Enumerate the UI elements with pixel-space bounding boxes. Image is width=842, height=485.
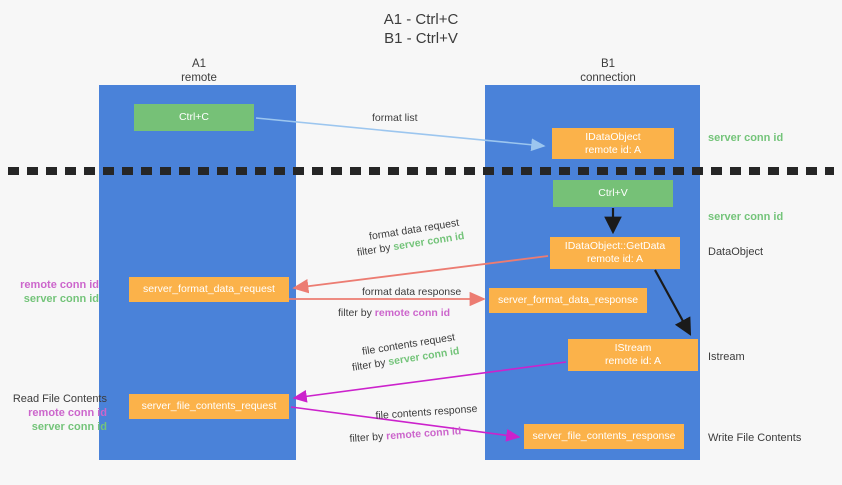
dashed-divider — [8, 167, 834, 175]
arrow-file-contents-request — [292, 361, 567, 403]
annotation-write-file-contents: Write File Contents — [708, 432, 802, 444]
lane-header-a1: A1 remote — [139, 57, 259, 85]
box-idataobject[interactable]: IDataObject remote id: A — [552, 128, 674, 159]
box-getdata-line2: remote id: A — [586, 253, 643, 265]
arrow-getdata-to-istream — [654, 269, 692, 336]
page-title: A1 - Ctrl+C B1 - Ctrl+V — [0, 10, 842, 48]
annotation-read-file-contents-group: Read File Contents remote conn id server… — [9, 392, 107, 434]
annotation-dataobject: DataObject — [708, 246, 764, 258]
filter-by-text-4: filter by — [349, 430, 384, 445]
annotation-conn-id-pair-upper: remote conn id server conn id — [9, 278, 99, 306]
filter-value-remote-conn-id-1: remote conn id — [374, 307, 451, 319]
arrow-format-data-request — [292, 255, 549, 294]
box-istream-line2: remote id: A — [604, 355, 662, 367]
box-server-file-contents-response-label: server_file_contents_response — [532, 430, 676, 442]
annotation-server-conn-id-top: server conn id — [708, 132, 784, 144]
box-ctrl-v-label: Ctrl+V — [598, 187, 628, 199]
annotation-read-file-contents: Read File Contents — [12, 393, 107, 405]
label-format-list: format list — [372, 112, 418, 124]
title-line-1: A1 - Ctrl+C — [383, 11, 459, 28]
box-istream-line1: IStream — [614, 342, 652, 354]
label-filter-by-remote-conn-id-1: filter by remote conn id — [338, 306, 450, 320]
box-server-format-data-response[interactable]: server_format_data_response — [489, 288, 647, 313]
annotation-remote-conn-id-lower: remote conn id — [28, 407, 107, 419]
box-idataobject-line2: remote id: A — [584, 143, 642, 156]
box-getdata[interactable]: IDataObject::GetData remote id: A — [550, 237, 680, 269]
lane-b1-role: connection — [580, 72, 636, 84]
box-istream[interactable]: IStream remote id: A — [568, 339, 698, 371]
box-server-format-data-response-label: server_format_data_response — [497, 294, 639, 306]
arrow-format-list — [255, 117, 546, 152]
annotation-istream: Istream — [708, 351, 745, 363]
annotation-server-conn-id-lower: server conn id — [31, 421, 107, 433]
annotation-server-conn-id-mid: server conn id — [708, 211, 784, 223]
box-getdata-line1: IDataObject::GetData — [564, 240, 666, 252]
box-server-format-data-request[interactable]: server_format_data_request — [129, 277, 289, 302]
lane-header-b1: B1 connection — [548, 57, 668, 85]
lane-a1-role: remote — [181, 72, 217, 84]
box-server-format-data-request-label: server_format_data_request — [143, 283, 275, 295]
title-line-2: B1 - Ctrl+V — [384, 30, 458, 47]
lane-b1-name: B1 — [600, 58, 616, 70]
box-server-file-contents-request-label: server_file_contents_request — [141, 400, 277, 412]
box-ctrl-c[interactable]: Ctrl+C — [134, 104, 254, 131]
label-format-data-response: format data response — [362, 286, 462, 298]
annotation-server-conn-id-upper: server conn id — [23, 293, 99, 305]
box-idataobject-line1: IDataObject — [585, 130, 641, 143]
arrow-file-contents-response — [290, 406, 521, 442]
lane-a1-name: A1 — [191, 58, 207, 70]
filter-by-text-2: filter by — [338, 307, 372, 319]
box-server-file-contents-request[interactable]: server_file_contents_request — [129, 394, 289, 419]
annotation-remote-conn-id-upper: remote conn id — [20, 279, 99, 291]
box-ctrl-v[interactable]: Ctrl+V — [553, 180, 673, 207]
box-ctrl-c-label: Ctrl+C — [178, 111, 210, 123]
box-server-file-contents-response[interactable]: server_file_contents_response — [524, 424, 684, 449]
